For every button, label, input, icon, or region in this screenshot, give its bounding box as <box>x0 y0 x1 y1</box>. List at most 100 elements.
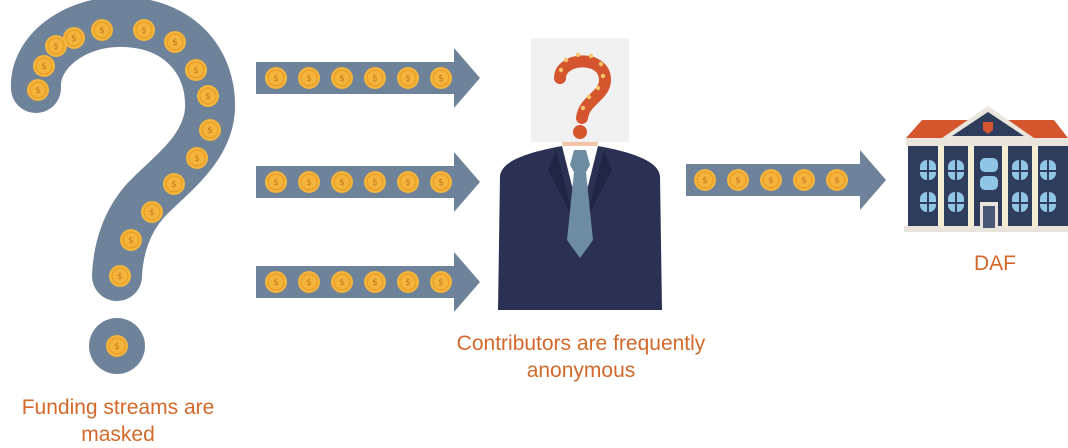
building-crest <box>983 122 993 134</box>
svg-text:$: $ <box>194 154 200 164</box>
question-mark-glyph-dot <box>573 125 587 139</box>
coin-icon: $ <box>298 171 320 193</box>
svg-text:$: $ <box>205 92 211 102</box>
svg-text:$: $ <box>207 126 213 136</box>
svg-text:$: $ <box>99 26 105 36</box>
svg-text:$: $ <box>117 272 123 282</box>
question-mark-glyph-dots <box>558 52 606 111</box>
svg-text:$: $ <box>339 178 345 188</box>
coin-icon: $ <box>430 67 452 89</box>
svg-text:$: $ <box>53 42 59 52</box>
svg-text:$: $ <box>339 278 345 288</box>
coin-icon: $ <box>727 169 749 191</box>
coin-icon: $ <box>265 67 287 89</box>
coin-icon: $ <box>826 169 848 191</box>
coin-icon: $ <box>298 67 320 89</box>
coin-icon: $ <box>185 59 207 81</box>
contribution-arrow: $ $ $ $ $ <box>686 150 886 210</box>
coin-icon: $ <box>331 67 353 89</box>
anonymous-person-icon <box>498 38 662 310</box>
arrow-icon: $ $ $ $ $ $ <box>256 48 480 108</box>
coin-icon: $ <box>164 31 186 53</box>
daf-caption: DAF <box>974 252 1016 275</box>
svg-text:$: $ <box>438 278 444 288</box>
building-door-inner <box>983 206 995 228</box>
lapel-right <box>586 150 612 220</box>
building-windows <box>920 158 1056 212</box>
coin-icon: $ <box>760 169 782 191</box>
svg-text:$: $ <box>768 176 774 186</box>
coin-icon: $ <box>199 119 221 141</box>
coin-icon: $ <box>265 271 287 293</box>
coin-icon: $ <box>120 229 142 251</box>
contributors-caption: Contributors are frequently anonymous <box>456 332 706 382</box>
svg-text:$: $ <box>834 176 840 186</box>
question-mark-coins: $ $ $ $ $ $ $ $ $ $ $ $ $ $ $ $ <box>27 19 221 357</box>
svg-text:$: $ <box>372 178 378 188</box>
svg-text:$: $ <box>306 178 312 188</box>
coin-icon: $ <box>197 85 219 107</box>
coin-icon: $ <box>694 169 716 191</box>
svg-text:$: $ <box>172 38 178 48</box>
coin-icon: $ <box>364 171 386 193</box>
svg-text:$: $ <box>273 178 279 188</box>
svg-text:$: $ <box>141 26 147 36</box>
coin-icon: $ <box>793 169 815 191</box>
svg-text:$: $ <box>339 74 345 84</box>
coin-icon: $ <box>265 171 287 193</box>
svg-text:$: $ <box>372 278 378 288</box>
coin-icon: $ <box>186 147 208 169</box>
arrow-icon: $ $ $ $ $ $ <box>256 252 480 312</box>
coin-icon: $ <box>430 271 452 293</box>
funding-caption: Funding streams are masked <box>21 396 215 446</box>
svg-text:$: $ <box>702 176 708 186</box>
coin-icon: $ <box>331 271 353 293</box>
svg-text:$: $ <box>405 74 411 84</box>
coin-icon: $ <box>141 201 163 223</box>
svg-text:$: $ <box>801 176 807 186</box>
lapel-left <box>548 150 574 220</box>
tie <box>567 150 593 258</box>
svg-text:$: $ <box>149 208 155 218</box>
svg-text:$: $ <box>171 180 177 190</box>
svg-text:$: $ <box>735 176 741 186</box>
building-base <box>904 226 1068 232</box>
coin-icon: $ <box>133 19 155 41</box>
question-mark-coins-icon: $ $ $ $ $ $ $ $ $ $ $ $ $ $ $ $ <box>11 0 236 374</box>
daf-building-icon <box>904 106 1068 232</box>
svg-text:$: $ <box>273 278 279 288</box>
coin-icon: $ <box>33 55 55 77</box>
svg-text:$: $ <box>193 66 199 76</box>
svg-text:$: $ <box>306 278 312 288</box>
building-columns <box>938 146 1038 228</box>
question-mark-glyph <box>554 55 612 124</box>
funding-arrows: $ $ $ $ $ $ $ $ $ $ $ $ $ $ $ $ $ $ <box>256 48 480 312</box>
coin-icon: $ <box>109 265 131 287</box>
svg-text:$: $ <box>273 74 279 84</box>
coin-icon: $ <box>106 335 128 357</box>
coin-icon: $ <box>397 171 419 193</box>
svg-text:$: $ <box>128 236 134 246</box>
arrow-icon: $ $ $ $ $ <box>686 150 886 210</box>
coin-icon: $ <box>91 19 113 41</box>
coin-icon: $ <box>27 79 49 101</box>
svg-text:$: $ <box>438 178 444 188</box>
svg-text:$: $ <box>71 34 77 44</box>
coin-icon: $ <box>63 27 85 49</box>
coin-icon: $ <box>163 173 185 195</box>
svg-text:$: $ <box>438 74 444 84</box>
coin-icon: $ <box>45 35 67 57</box>
coin-icon: $ <box>331 171 353 193</box>
svg-text:$: $ <box>35 86 41 96</box>
coin-icon: $ <box>430 171 452 193</box>
coin-icon: $ <box>364 271 386 293</box>
svg-text:$: $ <box>405 278 411 288</box>
svg-text:$: $ <box>114 342 120 352</box>
coin-icon: $ <box>397 271 419 293</box>
arrow-icon: $ $ $ $ $ $ <box>256 152 480 212</box>
svg-text:$: $ <box>405 178 411 188</box>
svg-text:$: $ <box>372 74 378 84</box>
coin-icon: $ <box>298 271 320 293</box>
